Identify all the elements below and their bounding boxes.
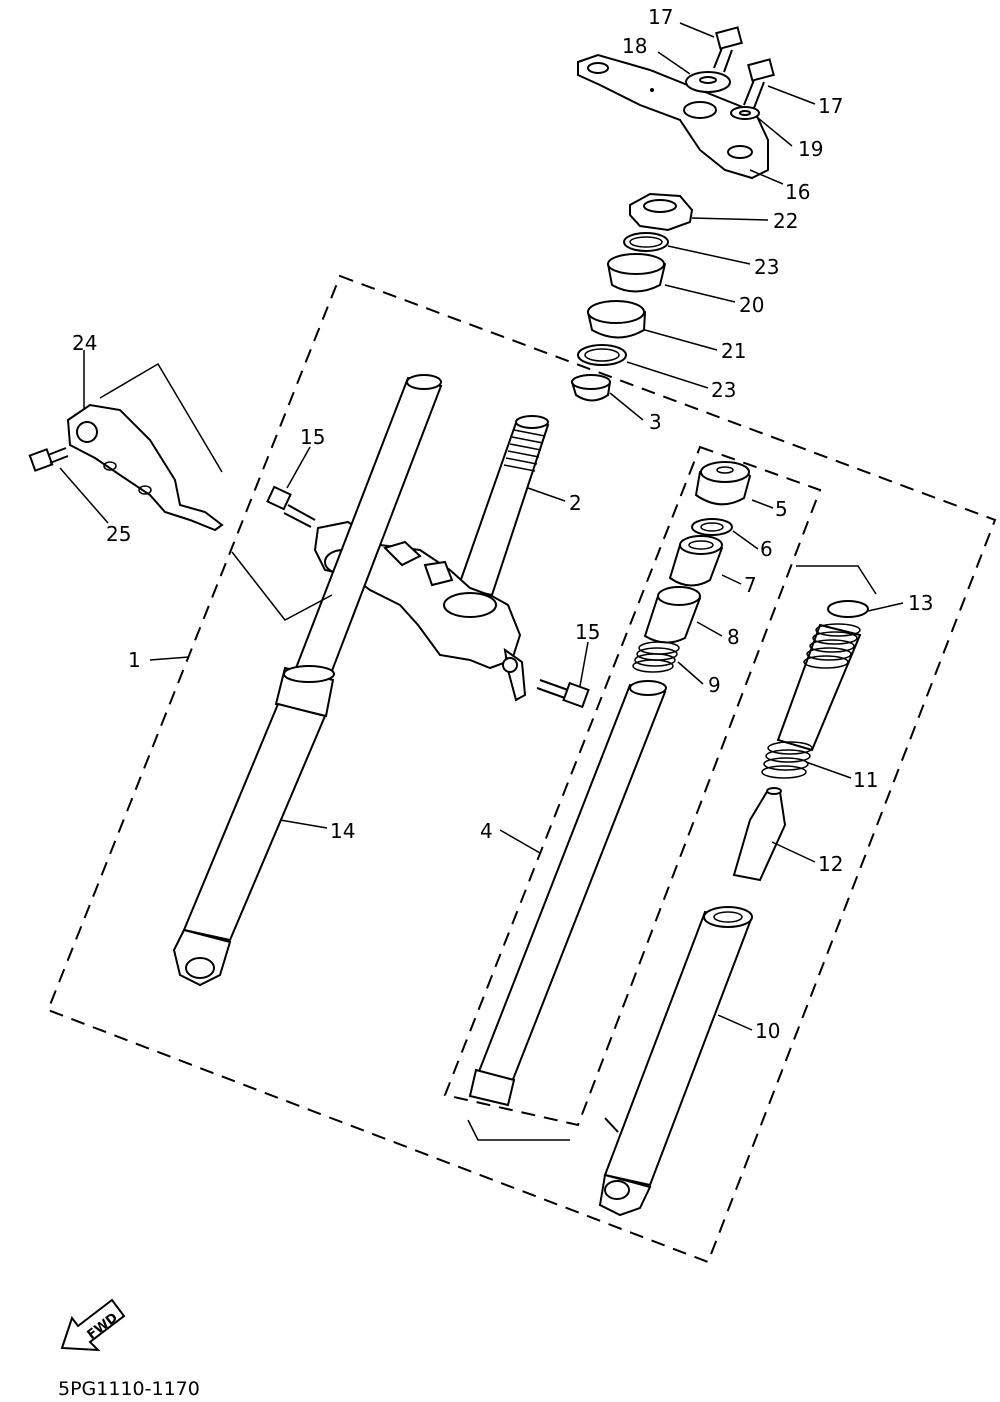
callout-20: 20 <box>739 293 764 317</box>
washer-18 <box>685 71 731 93</box>
callout-25: 25 <box>106 522 131 546</box>
callout-23a: 23 <box>754 255 779 279</box>
spacer-8 <box>643 586 702 644</box>
bolt-25 <box>28 447 69 472</box>
callout-15b: 15 <box>575 620 600 644</box>
callout-5: 5 <box>775 497 788 521</box>
plug-13 <box>827 600 869 618</box>
callout-9: 9 <box>708 673 721 697</box>
bushing-7 <box>668 535 724 587</box>
inner-tube-4 <box>468 680 667 1107</box>
callout-6: 6 <box>760 537 773 561</box>
callout-23b: 23 <box>711 378 736 402</box>
diagram-code: 5PG1110-1170 <box>58 1378 200 1400</box>
upper-bracket <box>577 53 769 180</box>
callout-7: 7 <box>744 573 757 597</box>
callout-4: 4 <box>480 819 493 843</box>
damper-rod <box>776 623 862 752</box>
bolt-17-left <box>713 26 743 73</box>
callout-13: 13 <box>908 591 933 615</box>
cover-plate-24 <box>66 403 224 532</box>
front-fork-assembly-boundary <box>46 274 997 1264</box>
outer-tube-10 <box>598 906 753 1217</box>
bolt-15-right <box>536 679 590 709</box>
bolt-15-left <box>266 485 316 528</box>
callout-17a: 17 <box>648 5 673 29</box>
damper-cone-12 <box>732 787 787 882</box>
washer-19 <box>730 106 760 120</box>
spring-11 <box>761 741 813 779</box>
fwd-arrow: FWD <box>60 1298 126 1352</box>
callout-15a: 15 <box>300 425 325 449</box>
inner-tube-kit-boundary <box>443 445 822 1127</box>
seal-6 <box>691 518 733 536</box>
dust-seal-3 <box>570 374 612 402</box>
bearing-race-20 <box>606 253 667 293</box>
callout-21: 21 <box>721 339 746 363</box>
callout-11: 11 <box>853 768 878 792</box>
left-fork-leg-14 <box>172 374 443 987</box>
callout-10: 10 <box>755 1019 780 1043</box>
cap-5 <box>694 461 752 506</box>
callout-17b: 17 <box>818 94 843 118</box>
bearing-23-lower <box>577 344 627 366</box>
callout-8: 8 <box>727 625 740 649</box>
spring-9 <box>632 641 680 673</box>
callout-19: 19 <box>798 137 823 161</box>
callout-2: 2 <box>569 491 582 515</box>
bearing-race-21 <box>586 300 647 339</box>
callout-18: 18 <box>622 34 647 58</box>
leader-lines <box>59 22 904 1031</box>
callout-3: 3 <box>649 410 662 434</box>
steering-stem-2 <box>456 415 550 597</box>
bearing-23-upper <box>623 232 669 252</box>
callout-1: 1 <box>128 648 141 672</box>
callout-12: 12 <box>818 852 843 876</box>
callout-16: 16 <box>785 180 810 204</box>
callout-24: 24 <box>72 331 97 355</box>
ring-nut-22 <box>629 192 694 232</box>
callout-22: 22 <box>773 209 798 233</box>
callout-labels: 17 18 17 19 16 22 23 20 21 23 3 24 25 15… <box>72 5 933 1043</box>
callout-14: 14 <box>330 819 355 843</box>
inner-tube-kit-bracket <box>467 1119 570 1141</box>
bolt-17-right <box>743 58 775 109</box>
damper-bracket <box>796 565 877 595</box>
cover-plate-bracket <box>99 362 223 473</box>
cover-plate-bracket-lower <box>231 551 333 621</box>
